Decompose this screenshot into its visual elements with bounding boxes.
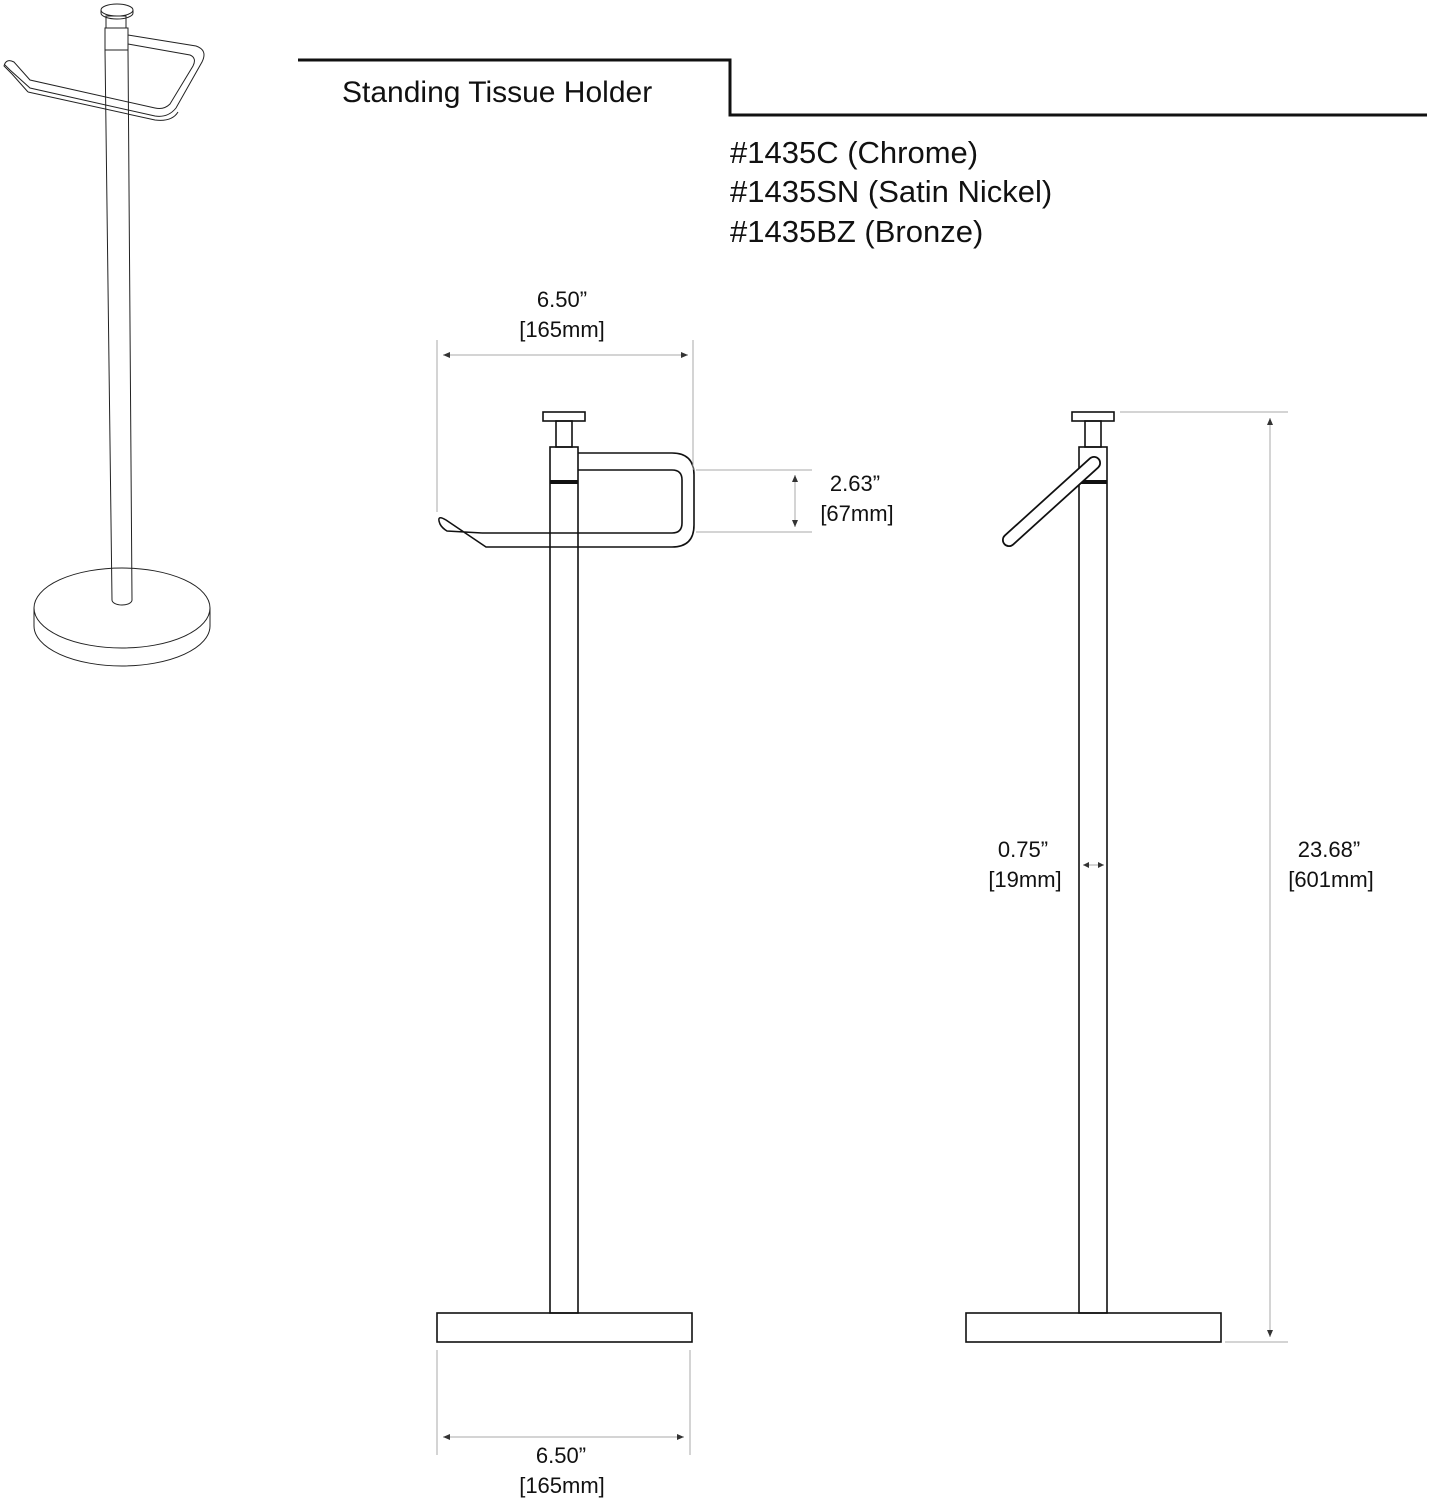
arm-height-mm: [67mm] [820,501,893,526]
pole-diameter-in: 0.75” [998,837,1048,862]
perspective-view [3,3,211,667]
dimension-base-width: 6.50” [165mm] [436,1350,691,1498]
pole-diameter-mm: [19mm] [988,867,1061,892]
header-rule [298,58,1427,117]
base-width-in: 6.50” [536,1443,586,1468]
base-width-mm: [165mm] [519,1473,605,1498]
model-bronze: #1435BZ (Bronze) [730,214,983,249]
arm-height-in: 2.63” [830,471,880,496]
dimension-pole-diameter: 0.75” [19mm] [988,837,1104,892]
model-satin-nickel: #1435SN (Satin Nickel) [730,174,1052,209]
model-chrome: #1435C (Chrome) [730,135,978,170]
total-height-in: 23.68” [1298,837,1360,862]
dimension-arm-height: 2.63” [67mm] [696,469,894,533]
top-width-mm: [165mm] [519,317,605,342]
top-width-in: 6.50” [537,287,587,312]
side-view [965,411,1222,1343]
dimension-total-height: 23.68” [601mm] [1120,411,1374,1343]
total-height-mm: [601mm] [1288,867,1374,892]
dimension-top-width: 6.50” [165mm] [436,287,694,512]
page-title: Standing Tissue Holder [342,76,652,109]
front-view [436,411,695,1343]
